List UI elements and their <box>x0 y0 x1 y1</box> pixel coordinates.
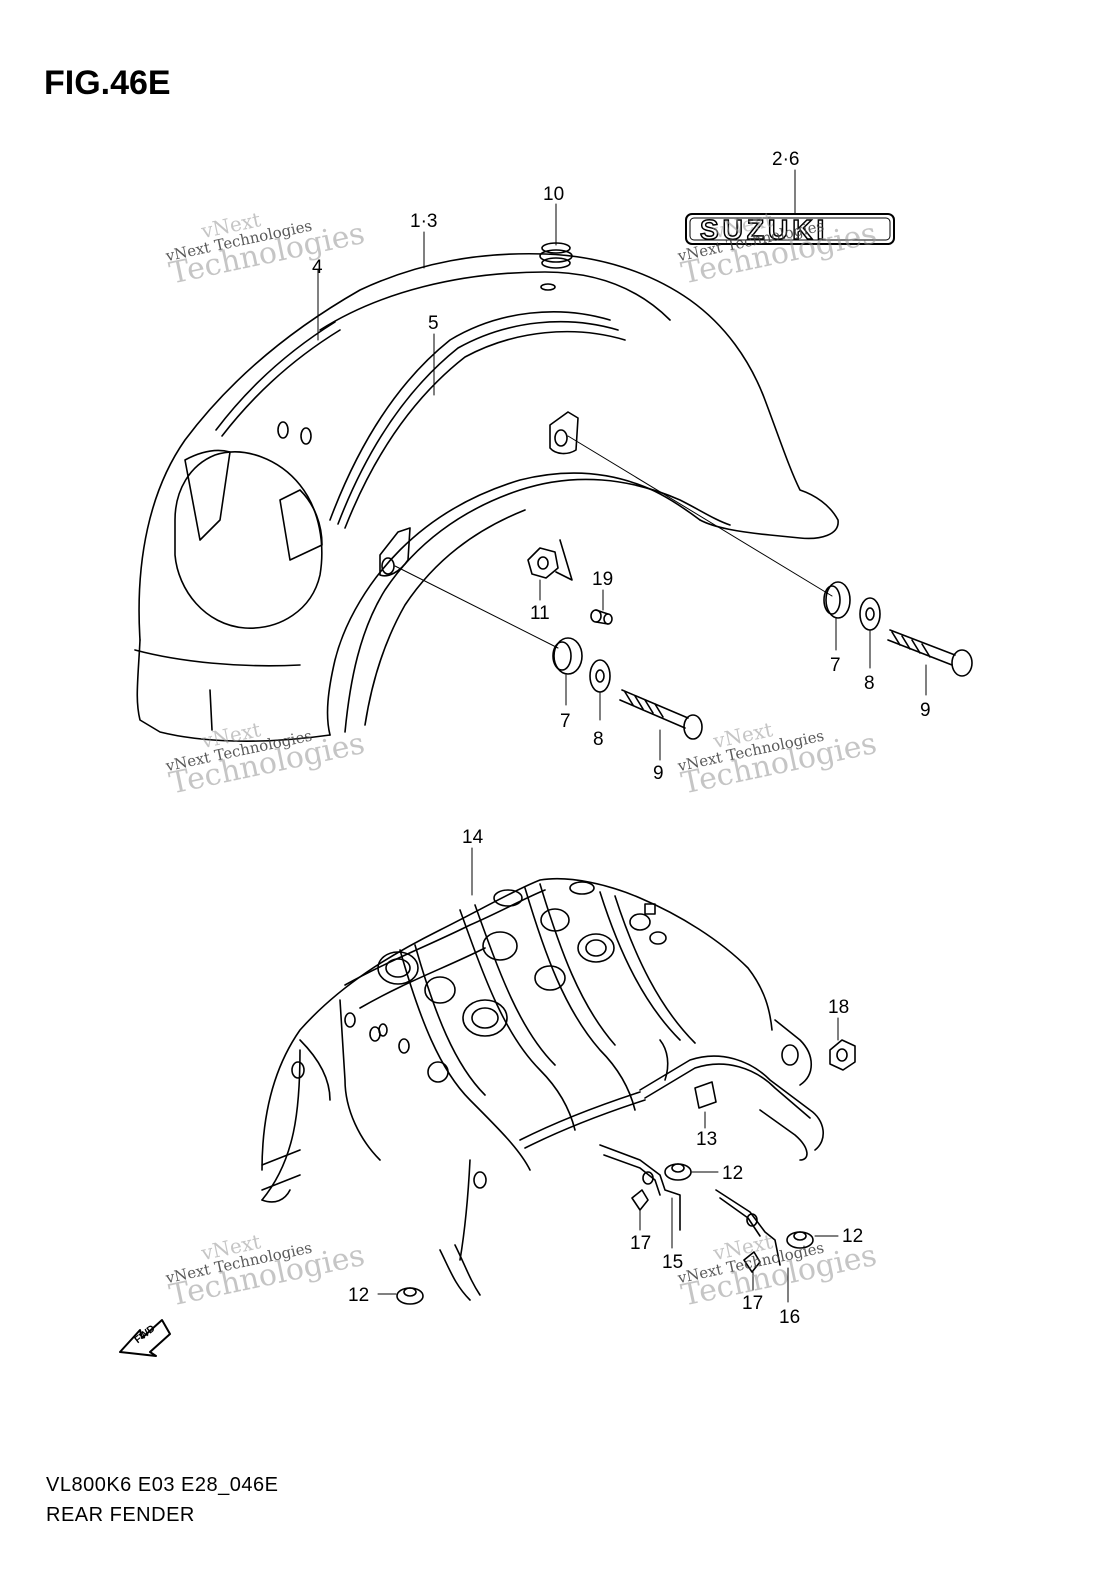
callout-19: 19 <box>592 569 614 590</box>
callout-15: 15 <box>662 1252 684 1273</box>
callout-9-right: 9 <box>920 700 931 721</box>
callout-17-right: 17 <box>742 1293 764 1314</box>
callout-8-left: 8 <box>593 729 604 750</box>
callout-18: 18 <box>828 997 850 1018</box>
callout-11: 11 <box>530 603 550 624</box>
clip-part-17-left <box>631 1189 649 1211</box>
callout-4: 4 <box>312 257 323 278</box>
callout-12-right: 12 <box>842 1226 864 1247</box>
bracket-part-15 <box>599 1144 681 1231</box>
bracket-part-16 <box>715 1189 781 1266</box>
callout-13: 13 <box>696 1129 718 1150</box>
callout-14: 14 <box>462 827 484 848</box>
suzuki-emblem <box>685 213 895 245</box>
callout-7-left: 7 <box>560 711 571 732</box>
mount-hardware-left <box>552 637 703 740</box>
model-code: VL800K6 E03 E28_046E <box>46 1474 279 1496</box>
callout-5: 5 <box>428 313 439 334</box>
callout-2-6: 2·6 <box>772 149 800 170</box>
clip-part-17-right <box>743 1251 761 1273</box>
callout-1-3: 1·3 <box>410 211 438 232</box>
label-part-13 <box>694 1081 717 1109</box>
bolt-part-19 <box>590 609 613 625</box>
callout-10: 10 <box>543 184 565 205</box>
nut-part-12-right <box>786 1231 814 1249</box>
figure-title: FIG.46E <box>44 64 171 102</box>
figure-caption: REAR FENDER <box>46 1504 195 1526</box>
rear-fender <box>134 252 839 742</box>
nut-part-11 <box>527 547 559 579</box>
nut-part-18 <box>829 1039 856 1071</box>
callout-12-upper: 12 <box>722 1163 744 1184</box>
callout-12-left: 12 <box>348 1285 370 1306</box>
mount-hardware-right <box>823 581 973 677</box>
callout-9-left: 9 <box>653 763 664 784</box>
nut-part-12-upper <box>664 1163 692 1181</box>
inner-fender-part-14 <box>261 877 824 1301</box>
fwd-arrow-icon <box>119 1319 171 1357</box>
callout-8-right: 8 <box>864 673 875 694</box>
callout-16: 16 <box>779 1307 801 1328</box>
emblem-text: SUZUKI <box>699 214 829 245</box>
nut-part-12-left <box>396 1287 424 1305</box>
callout-7-right: 7 <box>830 655 841 676</box>
callout-17-left: 17 <box>630 1233 652 1254</box>
